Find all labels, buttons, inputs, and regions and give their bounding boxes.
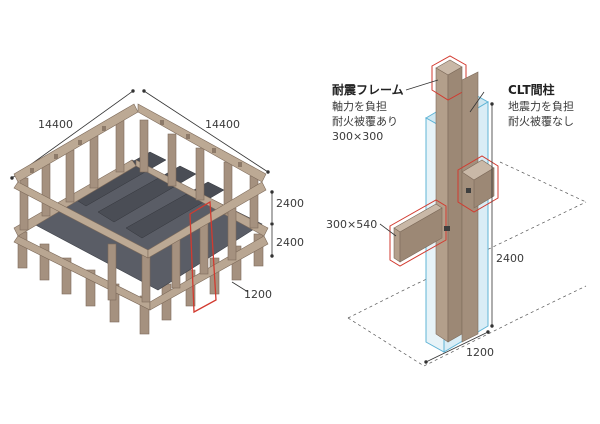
dim-width-right-label: 14400 xyxy=(205,118,240,131)
dim-height-label: 2400 xyxy=(496,252,524,265)
roof-beams xyxy=(13,103,267,259)
dimension-lines-right xyxy=(379,79,494,364)
clt-line2: 耐火被覆なし xyxy=(508,115,574,128)
dim-width-label: 1200 xyxy=(466,346,494,359)
highlighted-bay-outline xyxy=(189,200,217,314)
right-beam xyxy=(457,155,499,213)
roof-beam-joints xyxy=(30,120,242,173)
dashed-floor-outlines xyxy=(347,161,587,367)
beam-size-label: 300×540 xyxy=(326,218,378,231)
dim-bay-label: 1200 xyxy=(244,288,272,301)
left-beam xyxy=(389,199,447,267)
dim-floor-upper-label: 2400 xyxy=(276,197,304,210)
upper-columns xyxy=(19,119,259,303)
clt-column xyxy=(461,71,479,343)
connectors xyxy=(444,188,471,231)
dim-floor-lower-label: 2400 xyxy=(276,236,304,249)
dimension-lines-left xyxy=(10,89,274,293)
clt-title: CLT間柱 xyxy=(508,83,555,97)
clt-line1: 地震力を負担 xyxy=(508,100,574,113)
frame-line3: 300×300 xyxy=(332,130,384,143)
dim-width-left-label: 14400 xyxy=(38,118,73,131)
frame-line1: 軸力を負担 xyxy=(332,100,387,113)
frame-line2: 耐火被覆あり xyxy=(332,115,398,128)
main-column xyxy=(431,55,467,343)
frame-title: 耐震フレーム xyxy=(332,83,404,97)
